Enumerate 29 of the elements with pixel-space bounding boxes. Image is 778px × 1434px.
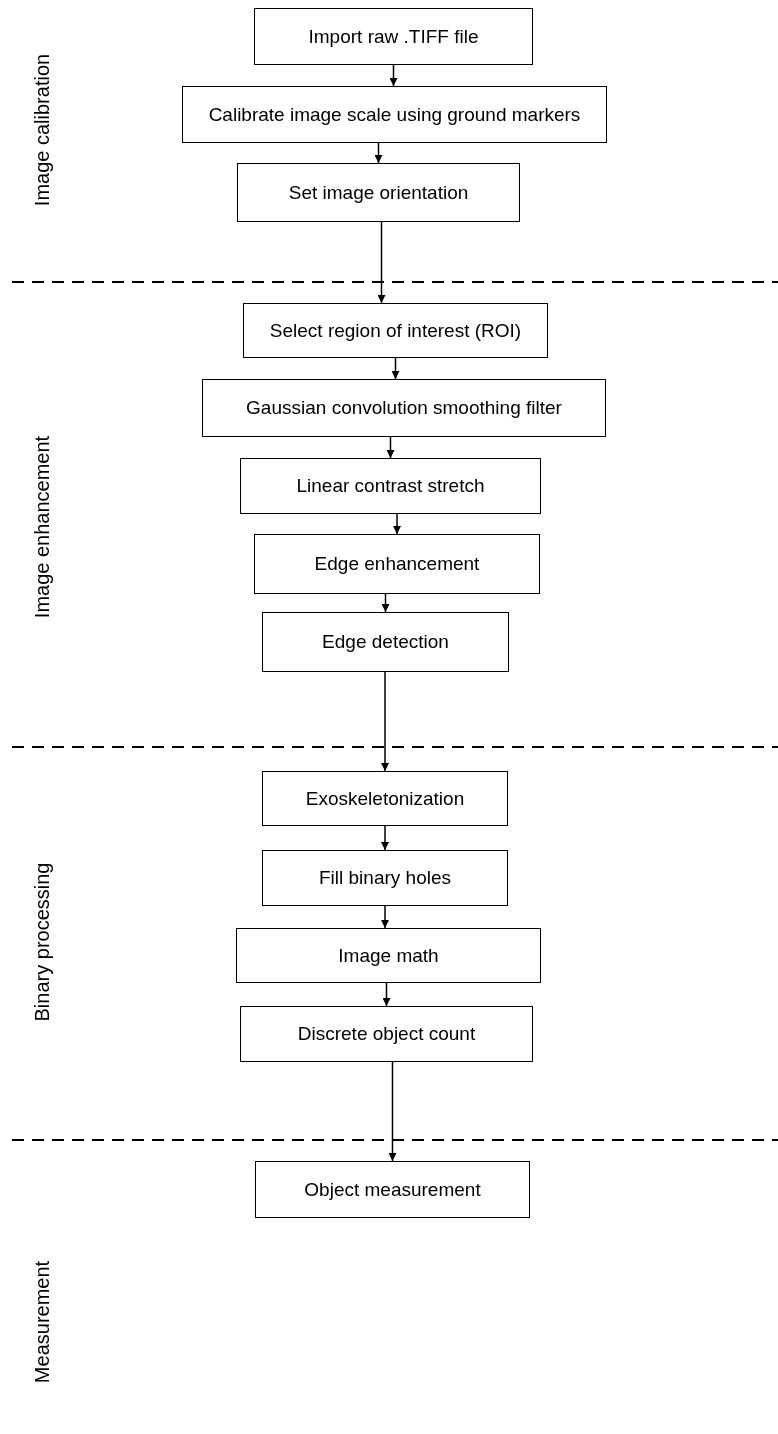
process-box: Gaussian convolution smoothing filter — [202, 379, 606, 437]
arrow — [382, 982, 391, 1007]
arrow — [374, 142, 383, 164]
process-box: Discrete object count — [240, 1006, 533, 1062]
process-box: Fill binary holes — [262, 850, 508, 906]
process-box: Edge enhancement — [254, 534, 540, 594]
section-label: Image enhancement — [30, 435, 54, 619]
arrow — [391, 357, 400, 380]
section-label: Image calibration — [30, 53, 54, 207]
arrow — [381, 593, 390, 613]
process-box: Edge detection — [262, 612, 509, 672]
process-box: Set image orientation — [237, 163, 520, 222]
process-box: Linear contrast stretch — [240, 458, 541, 514]
arrow — [388, 1061, 397, 1162]
process-box: Object measurement — [255, 1161, 530, 1218]
process-box: Select region of interest (ROI) — [243, 303, 548, 358]
arrow — [381, 905, 389, 929]
arrow — [377, 221, 386, 304]
arrow — [381, 671, 389, 772]
process-box: Import raw .TIFF file — [254, 8, 533, 65]
process-box: Exoskeletonization — [262, 771, 508, 826]
arrow — [389, 64, 398, 87]
process-box: Calibrate image scale using ground markers — [182, 86, 607, 143]
section-label: Measurement — [30, 1260, 54, 1384]
process-box: Image math — [236, 928, 541, 983]
arrow — [393, 513, 401, 535]
arrow — [381, 825, 389, 851]
arrow — [386, 436, 395, 459]
section-label: Binary processing — [30, 862, 54, 1022]
